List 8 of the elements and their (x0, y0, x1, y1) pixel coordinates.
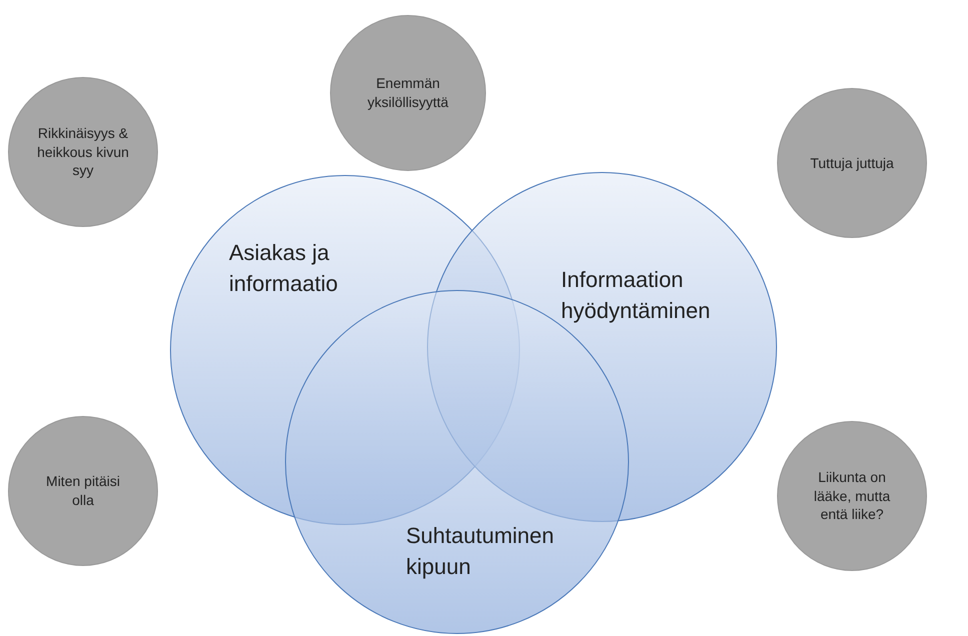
circle-label: Informaation hyödyntäminen (561, 266, 712, 325)
topic-circle: Liikunta on lääke, mutta entä liike? (777, 421, 927, 571)
circle-label: Suhtautuminen kipuun (406, 522, 555, 581)
topic-circle: Rikkinäisyys & heikkous kivun syy (8, 77, 158, 227)
topic-circle: Tuttuja juttuja (777, 88, 927, 238)
circle-label: Asiakas ja informaatio (229, 239, 339, 298)
topic-circle: Enemmän yksilöllisyyttä (330, 15, 486, 171)
topic-circle: Miten pitäisi olla (8, 416, 158, 566)
